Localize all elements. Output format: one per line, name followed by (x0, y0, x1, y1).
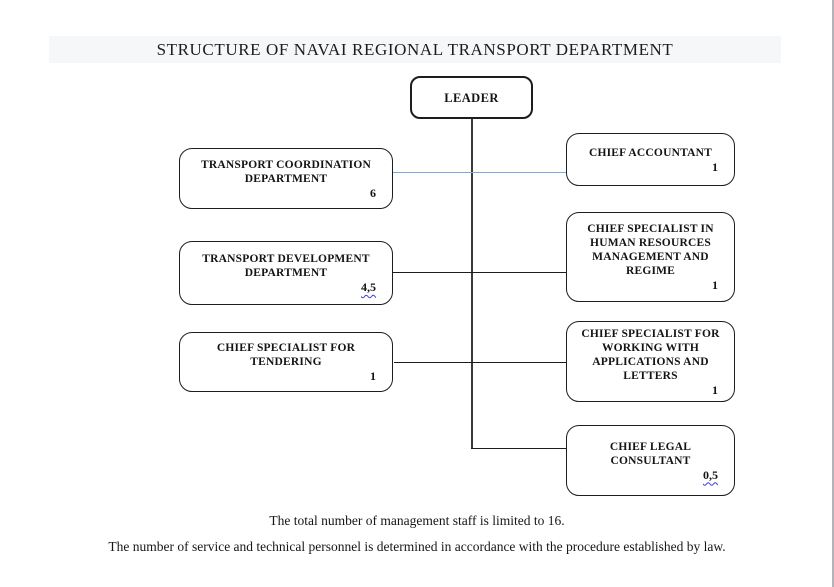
staff-count: 1 (712, 278, 718, 292)
org-box-transport-coordination-department: TRANSPORT COORDINATION DEPARTMENT 6 (179, 148, 393, 209)
staff-count: 6 (370, 185, 376, 200)
box-title: CHIEF SPECIALIST IN HUMAN RESOURCES MANA… (587, 223, 714, 277)
org-box-chief-specialist-applications-letters: CHIEF SPECIALIST FOR WORKING WITH APPLIC… (566, 321, 735, 402)
page-title: STRUCTURE OF NAVAI REGIONAL TRANSPORT DE… (49, 36, 781, 63)
connector-legal-elbow (471, 448, 566, 450)
box-title: CHIEF ACCOUNTANT (588, 146, 712, 159)
staff-count: 1 (370, 369, 376, 383)
connector-vertical-trunk (471, 119, 473, 449)
org-box-chief-accountant: CHIEF ACCOUNTANT 1 (566, 133, 735, 186)
box-title: CHIEF SPECIALIST FOR TENDERING (216, 342, 356, 368)
box-title: TRANSPORT COORDINATION DEPARTMENT (200, 158, 372, 185)
connector-coordination-accountant (393, 172, 566, 173)
org-box-transport-development-department: TRANSPORT DEVELOPMENT DEPARTMENT 4,5 (179, 241, 393, 305)
org-box-leader: LEADER (410, 76, 533, 119)
org-box-chief-specialist-tendering: CHIEF SPECIALIST FOR TENDERING 1 (179, 332, 393, 392)
box-title: LEADER (444, 90, 499, 105)
box-title: CHIEF SPECIALIST FOR WORKING WITH APPLIC… (581, 327, 720, 382)
org-box-chief-legal-consultant: CHIEF LEGAL CONSULTANT 0,5 (566, 425, 735, 496)
staff-count: 0,5 (703, 467, 718, 482)
connector-tendering-applications (394, 362, 566, 364)
box-title: CHIEF LEGAL CONSULTANT (609, 440, 692, 467)
box-title: TRANSPORT DEVELOPMENT DEPARTMENT (202, 253, 370, 279)
org-box-chief-specialist-human-resources: CHIEF SPECIALIST IN HUMAN RESOURCES MANA… (566, 212, 735, 302)
staff-count: 4,5 (361, 280, 376, 294)
page-right-border (832, 0, 834, 587)
note-service-personnel: The number of service and technical pers… (108, 539, 726, 554)
note-management-staff-limit: The total number of management staff is … (269, 513, 565, 528)
connector-development-hr (393, 272, 566, 274)
staff-count: 1 (712, 159, 718, 174)
staff-count: 1 (712, 382, 718, 397)
